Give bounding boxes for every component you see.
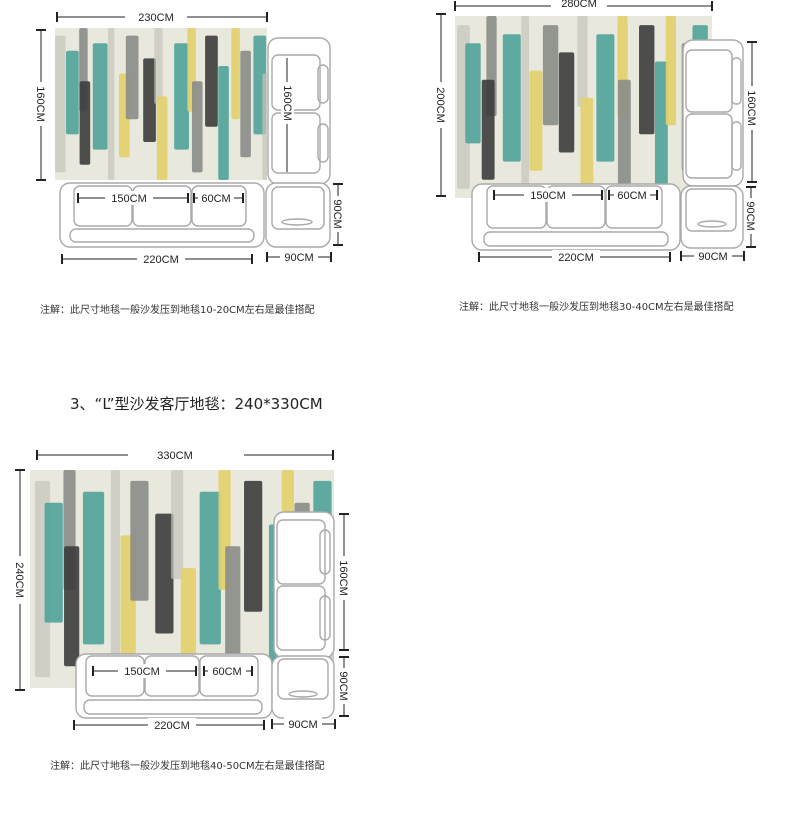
rug-width-label-1: 230CM [138, 12, 173, 24]
rug-stripe [205, 35, 218, 127]
rug-stripe [66, 50, 79, 135]
rug-1 [55, 28, 267, 180]
rug-stripe [596, 34, 615, 162]
rug-stripe [481, 79, 495, 180]
sofa-length-label-1: 220CM [143, 254, 178, 266]
rug-stripe [225, 546, 241, 678]
rug-stripe [654, 61, 668, 198]
seat-150-label-3: 150CM [124, 666, 159, 678]
sofa-length-label-3: 220CM [154, 720, 189, 732]
rug-stripe [44, 502, 63, 623]
corner-depth-label-3: 90CM [337, 671, 349, 700]
rug-stripe [154, 28, 163, 104]
sofa-corner-1 [265, 182, 331, 248]
diagram-3: 330CM 240CM 160CM 150CM 60CM 220CM 90CM … [13, 448, 351, 732]
seat-150-label-1: 150CM [111, 193, 146, 205]
sofa-length-label-2: 220CM [558, 252, 593, 264]
rug-width-label-2: 280CM [561, 0, 596, 10]
corner-width-label-1: 90CM [284, 252, 313, 264]
seat-60-label-3: 60CM [212, 666, 241, 678]
rug-stripe [130, 480, 149, 601]
note-1: 注解：此尺寸地毯一般沙发压到地毯10-20CM左右是最佳搭配 [40, 305, 315, 316]
corner-depth-label-1: 90CM [331, 199, 343, 228]
sofa-chaise-1 [267, 37, 331, 185]
seat-150-label-2: 150CM [530, 190, 565, 202]
rug-stripe [521, 16, 530, 198]
rug-stripe [82, 491, 105, 645]
chaise-length-label-1: 160CM [281, 85, 293, 120]
rug-stripe [577, 16, 588, 107]
rug-stripe [558, 52, 575, 153]
note-2: 注解：此尺寸地毯一般沙发压到地毯30-40CM左右是最佳搭配 [459, 302, 734, 313]
rug-stripe [542, 25, 559, 126]
rug-stripe [218, 66, 229, 180]
rug-height-label-3: 240CM [13, 562, 25, 597]
rug-stripe [639, 25, 655, 135]
rug-stripe [92, 43, 108, 150]
rug-stripe [665, 16, 677, 126]
diagram-1: 230CM 160CM 160CM 150CM 60CM 220CM 90CM … [34, 10, 345, 266]
rug-stripe [108, 28, 115, 180]
rug-stripe [244, 480, 263, 612]
rug-stripe [64, 546, 80, 667]
sofa-main-3 [75, 653, 273, 719]
section-heading-3: 3、“L”型沙发客厅地毯：240*330CM [70, 395, 323, 413]
rug-stripe [231, 28, 240, 120]
sofa-chaise-2 [682, 39, 744, 187]
sofa-corner-2 [680, 185, 744, 249]
rug-stripe [143, 58, 156, 142]
rug-height-label-1: 160CM [34, 86, 46, 121]
rug-stripe [156, 96, 168, 180]
rug-stripe [171, 470, 184, 579]
rug-stripe [174, 43, 189, 150]
note-3: 注解：此尺寸地毯一般沙发压到地毯40-50CM左右是最佳搭配 [50, 761, 325, 772]
rug-stripe [580, 97, 594, 198]
corner-width-label-2: 90CM [698, 251, 727, 263]
rug-stripe [240, 50, 251, 158]
rug-stripe [125, 35, 139, 120]
sofa-chaise-3 [273, 511, 335, 659]
rug-stripe [79, 81, 91, 165]
rug-stripe [55, 35, 66, 173]
rug-stripe [155, 513, 174, 634]
rug-stripe [617, 79, 631, 189]
corner-depth-label-2: 90CM [744, 201, 756, 230]
rug-stripe [199, 491, 221, 645]
corner-width-label-3: 90CM [288, 719, 317, 731]
rug-stripe [191, 81, 203, 173]
rug-stripe [110, 470, 120, 688]
rug-stripe [502, 34, 521, 162]
seat-60-label-2: 60CM [617, 190, 646, 202]
rug-width-label-3: 330CM [157, 450, 192, 462]
rug-2 [455, 16, 712, 198]
diagram-2: 280CM 200CM 160CM 150CM 60CM 220CM 90CM … [434, 0, 759, 264]
rug-stripe [529, 70, 543, 171]
rug-height-label-2: 200CM [434, 87, 446, 122]
rug-stripe [465, 43, 481, 144]
rug-stripe [262, 73, 267, 180]
chaise-length-label-2: 160CM [745, 90, 757, 125]
sofa-corner-3 [271, 655, 335, 719]
seat-60-label-1: 60CM [201, 193, 230, 205]
chaise-length-label-3: 160CM [337, 560, 349, 595]
